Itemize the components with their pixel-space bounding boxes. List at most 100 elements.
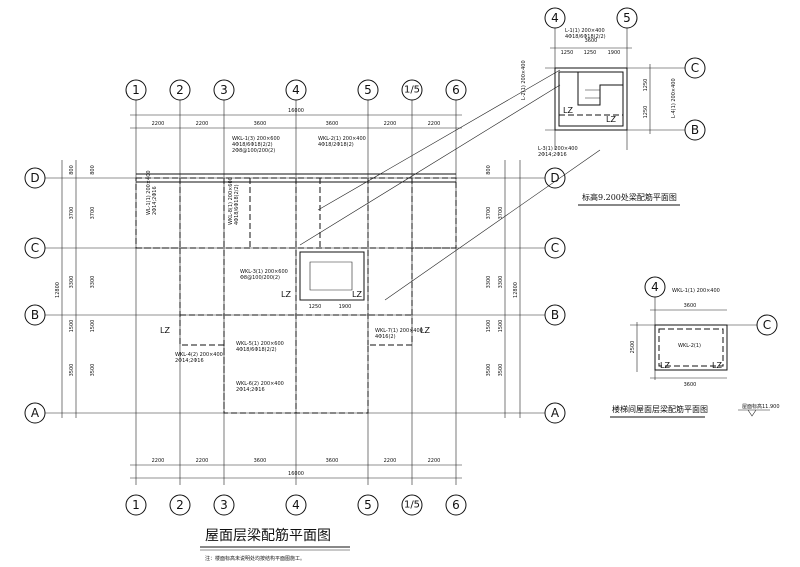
axis-label: 1 [132,83,140,97]
beam-label: WKL-2(1) [678,343,701,349]
lz-label: LZ [281,290,291,299]
lz-label: LZ [160,326,170,335]
axis-label: 2 [176,498,184,512]
leader-lines [299,69,601,301]
dim-text: 3600 [684,382,697,388]
level-symbol [738,409,770,417]
axis-bubble [544,167,566,189]
axis-label: C [31,241,39,255]
dim-text: 3600 [684,303,697,309]
axis-label: 5 [364,498,372,512]
axis-label: 4 [292,498,300,512]
dim-text: 2200 [152,458,165,464]
axis-label: 6 [452,498,460,512]
axis-bubble [401,494,423,516]
detail-upper-title: 标高9.200处梁配筋平面图 [582,192,677,202]
stair-opening: 1250 1900 [299,251,365,310]
dim-text: 2200 [384,458,397,464]
axis-label: C [763,318,771,332]
detail-frame [554,67,628,131]
leader-line [384,149,601,301]
dim-text: 2200 [196,121,209,127]
axis-bubble [285,494,307,516]
axis-label: 3 [220,83,228,97]
axis-bubble [544,304,566,326]
axis-bubble [24,304,46,326]
axis-bubbles-bottom: 1 2 3 4 5 1/5 6 [125,494,467,516]
axis-bubble [544,237,566,259]
axis-bubbles-top: 1 2 3 4 5 1/5 6 [125,79,467,101]
axis-label: 1 [132,498,140,512]
dim-text: 3700 [498,207,504,220]
axis-bubble [24,237,46,259]
axis-bubbles-right: D C B A [544,167,566,424]
detail-lower: 4 C 3600 3600 2500 LZ LZ WKL-1(1) 200×40… [610,276,780,418]
dim-text: 800 [90,165,96,175]
axis-bubble [401,79,423,101]
main-plan-title: 屋面层梁配筋平面图 [205,527,331,544]
detail-upper: 4 5 C B 3600 1250 1250 1900 1250 1250 LZ… [521,7,706,206]
dim-text: 3600 [254,458,267,464]
axis-label: C [551,241,559,255]
lz-label: LZ [712,361,722,370]
axis-bubble [125,79,147,101]
detail-lower-title: 楼梯间屋面层梁配筋平面图 [612,404,708,414]
dim-text: 3600 [326,458,339,464]
lz-label: LZ [563,106,573,115]
column-labels: LZ LZ LZ LZ [160,290,430,335]
dimensions-right: 800 3700 3300 1500 3500 3700 3300 1500 3… [486,160,521,418]
axis-label: 6 [452,83,460,97]
dim-text: 3300 [90,276,96,289]
dim-text: 2200 [152,121,165,127]
main-plan: 1 2 3 4 5 1/5 6 1 2 3 4 5 1/ [24,69,601,562]
dimensions-bottom: 2200 2200 3600 3600 2200 2200 16000 [130,458,462,479]
leader-line [299,84,561,246]
beam-label: WKL-8(1) 200×6004Φ18/6Φ18(2/2) [228,177,240,225]
dim-text: 1250 [584,50,597,56]
main-plan-note: 注：楼面标高未说明处均按结构平面图施工。 [205,555,305,562]
axis-bubble [169,79,191,101]
leader-line [317,69,561,211]
lz-label: LZ [352,290,362,299]
beam-label: WL-1(1) 200×4002Φ14;2Φ16 [146,170,158,215]
dim-text: 3300 [486,276,492,289]
dim-overall-width: 16000 [288,108,304,114]
dim-text: 3600 [254,121,267,127]
lz-label: LZ [660,361,670,370]
dim-overall-height: 12800 [513,282,519,298]
dim-text: 3600 [326,121,339,127]
stair-beam [577,72,623,106]
dim-text: 3700 [90,207,96,220]
axis-label: C [691,61,699,75]
axis-bubble [213,494,235,516]
detail-frame [654,324,728,371]
dimensions-left: 12800 800 3700 3300 1500 3500 3700 3300 … [55,160,96,418]
axis-bubble [445,494,467,516]
beam-outline [135,173,457,414]
axis-bubble [357,494,379,516]
axis-bubble [213,79,235,101]
axis-label: D [550,171,559,185]
axis-bubble [357,79,379,101]
dim-overall-width: 3600 [585,38,598,44]
detail-frame-inner [658,328,724,367]
dimensions-top: 16000 2200 2200 3600 3600 2200 2200 [130,108,462,129]
beam-label: WKL-1(1) 200×400 [672,288,720,294]
grid-lines-horizontal [45,177,545,414]
axis-label: 5 [364,83,372,97]
dim-text: 1250 [561,50,574,56]
beam-label: L-4(1) 200×400 [671,78,677,118]
lz-label: LZ [606,115,616,124]
dim-text: 1250 [643,79,649,92]
axis-label: 3 [220,498,228,512]
dim-text: 3500 [486,364,492,377]
dim-text: 800 [69,165,75,175]
axis-bubble [544,402,566,424]
axis-bubble [24,167,46,189]
